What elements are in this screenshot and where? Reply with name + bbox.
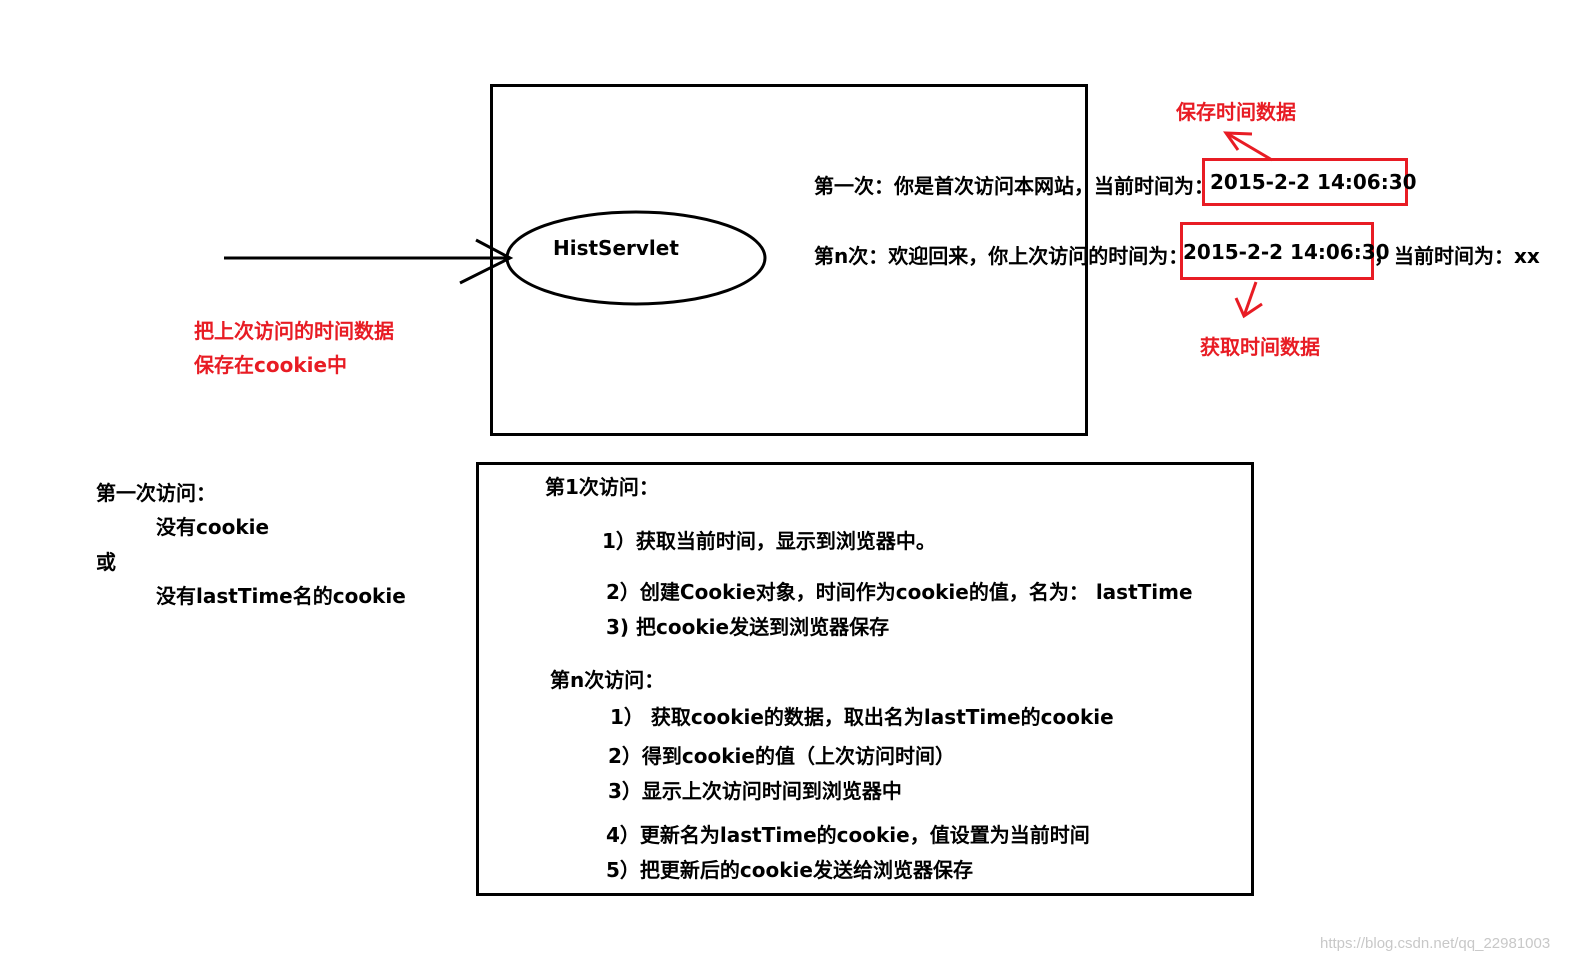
left-first-visit-title: 第一次访问：: [96, 481, 216, 505]
nth-visit-time: 2015-2-2 14:06:30: [1183, 240, 1390, 264]
left-no-lasttime-cookie: 没有lastTime名的cookie: [156, 584, 406, 608]
first-step-item: 1）获取当前时间，显示到浏览器中。: [602, 529, 936, 553]
nth-step-item: 1） 获取cookie的数据，取出名为lastTime的cookie: [610, 705, 1114, 729]
save-time-note: 保存时间数据: [1176, 100, 1296, 124]
first-visit-message: 第一次：你是首次访问本网站，当前时间为：: [814, 174, 1214, 198]
first-visit-time: 2015-2-2 14:06:30: [1210, 170, 1417, 194]
first-step-item: 3) 把cookie发送到浏览器保存: [606, 615, 890, 639]
left-no-cookie: 没有cookie: [156, 515, 270, 539]
steps-frame: [476, 462, 1254, 896]
nth-step-item: 5）把更新后的cookie发送给浏览器保存: [606, 858, 973, 882]
cookie-note-line2: 保存在cookie中: [194, 353, 348, 377]
nth-visit-message: 第n次：欢迎回来，你上次访问的时间为：: [814, 244, 1189, 268]
get-time-note: 获取时间数据: [1200, 335, 1320, 359]
watermark: https://blog.csdn.net/qq_22981003: [1320, 935, 1551, 952]
nth-step-item: 4）更新名为lastTime的cookie，值设置为当前时间: [606, 823, 1090, 847]
first-visit-time-box: [1202, 158, 1408, 206]
nth-visit-steps-title: 第n次访问：: [550, 668, 665, 692]
nth-step-item: 2）得到cookie的值（上次访问时间）: [608, 744, 955, 768]
left-or: 或: [96, 550, 116, 574]
save-arrow-head: [1223, 131, 1253, 151]
first-visit-steps-title: 第1次访问：: [545, 475, 659, 499]
nth-visit-time-box: [1180, 222, 1374, 280]
nth-visit-suffix: ，当前时间为：xx: [1374, 244, 1540, 268]
nth-step-item: 3）显示上次访问时间到浏览器中: [608, 779, 902, 803]
save-arrow-line: [1227, 132, 1273, 162]
first-step-item: 2）创建Cookie对象，时间作为cookie的值，名为： lastTime: [606, 580, 1193, 604]
servlet-label: HistServlet: [553, 236, 679, 260]
cookie-note-line1: 把上次访问的时间数据: [194, 319, 394, 343]
get-arrow-line: [1242, 281, 1258, 317]
get-arrow-head: [1234, 297, 1263, 319]
